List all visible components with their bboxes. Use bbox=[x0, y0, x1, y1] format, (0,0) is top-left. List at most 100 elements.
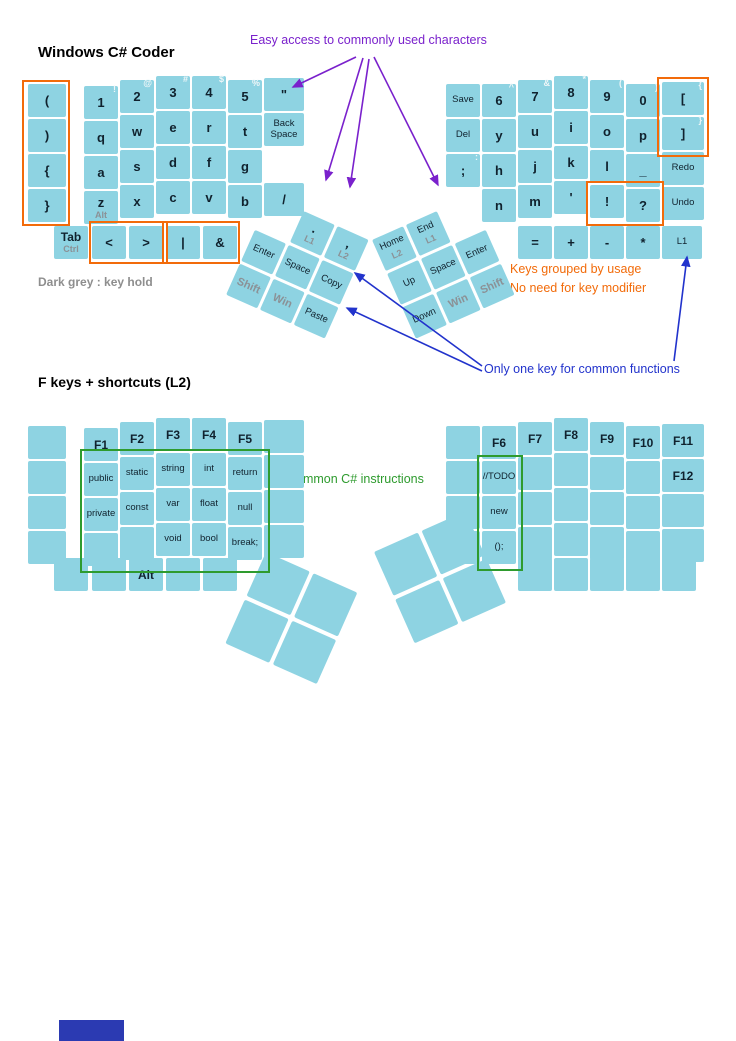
key-return: return bbox=[228, 457, 262, 490]
key-label: ] bbox=[680, 126, 686, 141]
key-label: [ bbox=[680, 91, 686, 106]
key-shift-label: ^ bbox=[508, 82, 514, 92]
key-label: = bbox=[531, 235, 539, 250]
key-label: Alt bbox=[138, 567, 154, 582]
key-equals: = bbox=[518, 226, 552, 259]
key-blank bbox=[554, 558, 588, 591]
key-alt: Alt bbox=[129, 558, 163, 591]
key-s: s bbox=[120, 150, 154, 183]
key-label: L1 bbox=[676, 236, 688, 248]
key-blank bbox=[590, 527, 624, 560]
key-blank bbox=[518, 492, 552, 525]
key-close-paren: ) bbox=[28, 119, 66, 152]
key-r: r bbox=[192, 111, 226, 144]
key-label: Enter bbox=[464, 242, 490, 262]
key-label: Save bbox=[452, 94, 474, 106]
key-shift-label: ) bbox=[655, 82, 658, 92]
annotation-keys-grouped-line2: No need for key modifier bbox=[510, 280, 647, 295]
key-label: Up bbox=[401, 274, 417, 290]
key-var: var bbox=[156, 488, 190, 521]
key-label: z bbox=[97, 194, 105, 210]
key-label: //TODO bbox=[482, 471, 516, 483]
key-k: k bbox=[554, 146, 588, 179]
key-label: F4 bbox=[201, 427, 216, 442]
key-label: / bbox=[282, 192, 286, 207]
key-g: g bbox=[228, 150, 262, 183]
key-minus: - bbox=[590, 226, 624, 259]
key-5: 5% bbox=[228, 79, 262, 113]
section2-title: F keys + shortcuts (L2) bbox=[38, 374, 191, 390]
key-semicolon: ;: bbox=[446, 152, 480, 187]
key-blank bbox=[590, 492, 624, 525]
key-shift-label: ! bbox=[113, 84, 116, 94]
key-label: public bbox=[88, 473, 114, 485]
key-label: . bbox=[309, 220, 320, 237]
key-f7: F7 bbox=[518, 422, 552, 455]
key-todo-comment: //TODO bbox=[482, 461, 516, 494]
key-f6: F6 bbox=[482, 426, 516, 459]
key-6: 6^ bbox=[482, 82, 516, 117]
key-label: private bbox=[86, 508, 116, 520]
key-ampersand: & bbox=[203, 226, 237, 259]
key-f3: F3 bbox=[156, 418, 190, 451]
key-y: y bbox=[482, 119, 516, 152]
key-blank bbox=[626, 558, 660, 591]
key-shift-label: : bbox=[475, 152, 478, 162]
key-label: ? bbox=[639, 198, 647, 213]
key-blank bbox=[446, 426, 480, 459]
key-v: v bbox=[192, 181, 226, 214]
annotation-keys-grouped-line1: Keys grouped by usage bbox=[510, 262, 642, 276]
annotation-keys-grouped: Keys grouped by usage No need for key mo… bbox=[510, 260, 646, 298]
key-hold-label: L2 bbox=[389, 247, 404, 261]
key-break: break; bbox=[228, 527, 262, 560]
key-label: ' bbox=[569, 190, 573, 205]
key-label: string bbox=[161, 463, 185, 475]
key-label: new bbox=[490, 506, 508, 518]
key-label: F3 bbox=[165, 427, 180, 442]
key-label: 8 bbox=[567, 85, 575, 100]
key-label: Undo bbox=[671, 197, 695, 209]
key-label: 5 bbox=[241, 89, 249, 104]
key-label: F5 bbox=[237, 431, 252, 446]
key-blank bbox=[264, 490, 304, 523]
key-question: ? bbox=[626, 189, 660, 222]
key-label: Tab bbox=[60, 230, 82, 244]
key-blank bbox=[264, 420, 304, 453]
key-label: x bbox=[133, 194, 141, 209]
key-label: ! bbox=[604, 194, 610, 209]
key-h: h bbox=[482, 154, 516, 187]
key-blank bbox=[28, 496, 66, 529]
key-label: g bbox=[241, 159, 249, 174]
key-label: Shift bbox=[235, 275, 263, 297]
key-label: _ bbox=[639, 163, 647, 178]
key-int: int bbox=[192, 453, 226, 486]
key-open-brace: { bbox=[28, 154, 66, 187]
key-label: f bbox=[206, 155, 212, 170]
key-hold-label: L1 bbox=[302, 233, 317, 247]
key-f4: F4 bbox=[192, 418, 226, 451]
key-label: const bbox=[125, 502, 149, 514]
key-b: b bbox=[228, 185, 262, 218]
key-blank bbox=[166, 558, 200, 591]
key-label: (); bbox=[494, 541, 504, 553]
key-label: float bbox=[200, 498, 218, 510]
key-blank bbox=[554, 453, 588, 486]
key-4: 4$ bbox=[192, 75, 226, 109]
key-blank bbox=[518, 457, 552, 490]
key-label: ; bbox=[460, 163, 466, 178]
key-private: private bbox=[84, 498, 118, 531]
key-label: Down bbox=[410, 305, 438, 326]
key-label: 3 bbox=[169, 85, 177, 100]
key-label: Space bbox=[428, 256, 458, 278]
key-label: n bbox=[495, 198, 503, 213]
key-label: Del bbox=[455, 129, 471, 141]
key-label: p bbox=[639, 128, 647, 143]
key-t: t bbox=[228, 115, 262, 148]
key-label: int bbox=[203, 463, 215, 475]
key-label: t bbox=[242, 124, 248, 139]
key-hold-label: L1 bbox=[423, 232, 438, 246]
legend-key-hold: Dark grey : key hold bbox=[38, 275, 153, 289]
